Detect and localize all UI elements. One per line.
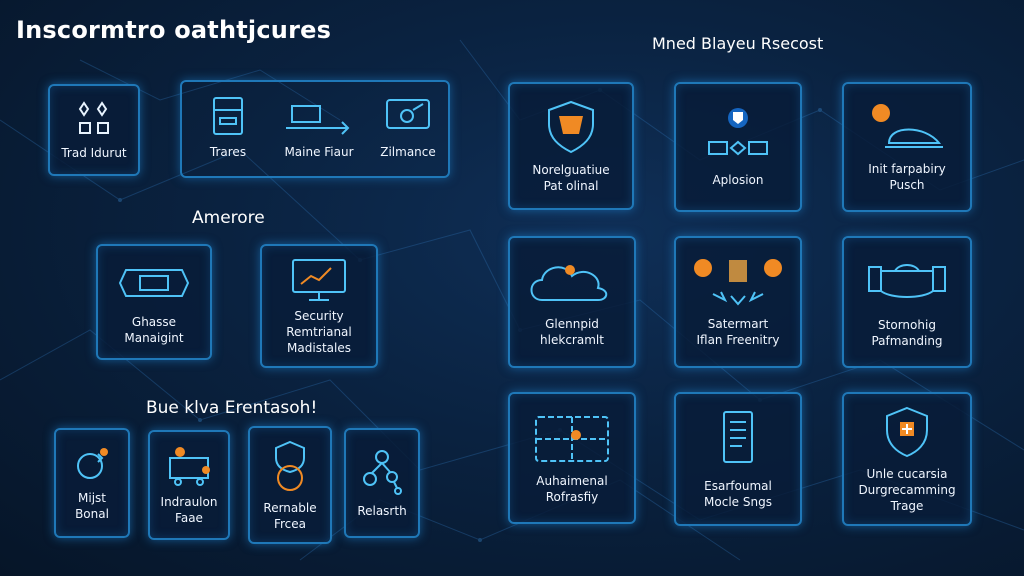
left-card-monitor-chart[interactable]: Security Remtrianal Madistales [260, 244, 378, 368]
page-title: Inscormtro oathtjcures [16, 16, 332, 44]
left-card-cycle[interactable]: Mijst Bonal [54, 428, 130, 538]
left-card-flow[interactable]: Maine Fiaur [276, 94, 362, 160]
left-card-label: Trad Idurut [61, 146, 127, 160]
right-card-document[interactable]: Esarfoumal Mocle Sngs [674, 392, 802, 526]
left-card-label: Ghasse Manaigint [124, 315, 184, 345]
circuit-icon [535, 416, 609, 462]
right-card-label: Unle cucarsia Durgrecamming Trage [858, 467, 956, 513]
right-card-shield-plus[interactable]: Unle cucarsia Durgrecamming Trage [842, 392, 972, 526]
left-card-cart[interactable]: Indraulon Faae [148, 430, 230, 540]
cart-icon [169, 447, 210, 486]
shield-ring-icon [275, 440, 305, 491]
footsteps-icon [78, 101, 109, 134]
monitor-chart-icon [292, 259, 346, 301]
left-card-label: Zilmance [380, 145, 436, 159]
right-card-label: Auhaimenal Rofrasfiy [536, 474, 608, 504]
right-card-label: Satermart Iflan Freenitry [696, 317, 780, 347]
right-card-shield-world[interactable]: Norelguatiue Pat olinal [508, 82, 634, 210]
right-card-circuit[interactable]: Auhaimenal Rofrasfiy [508, 392, 636, 524]
left-card-label: Relasrth [357, 504, 407, 518]
cloud-icon [530, 265, 608, 301]
dome-icon [872, 104, 943, 148]
left-card-label: Security Remtrianal Madistales [286, 309, 352, 355]
right-card-label: Aplosion [712, 173, 764, 187]
chip-icon [118, 269, 190, 297]
left-card-shield-ring[interactable]: Rernable Frcea [248, 426, 332, 544]
network-nodes-icon [363, 450, 402, 495]
shield-plus-icon [886, 406, 928, 458]
right-card-label: Stornohig Pafmanding [871, 318, 943, 348]
document-icon [723, 411, 753, 463]
right-card-label: Esarfoumal Mocle Sngs [704, 479, 772, 509]
device-shield-icon [708, 108, 768, 156]
left-card-monitor-tools[interactable]: Zilmance [368, 94, 448, 160]
cycle-icon [77, 448, 108, 479]
left-card-footsteps[interactable]: Trad Idurut [48, 84, 140, 176]
left-group-row1 [180, 80, 450, 178]
left-card-label: Maine Fiaur [284, 145, 354, 159]
left-card-server[interactable]: Trares [188, 94, 268, 160]
right-card-dome[interactable]: Init farpabiry Pusch [842, 82, 972, 212]
coins-icon [694, 259, 782, 306]
left-card-label: Mijst Bonal [75, 491, 109, 521]
flow-arrow-icon [286, 105, 350, 135]
section-title-2: Amerore [192, 208, 265, 228]
monitor-tools-icon [386, 99, 430, 129]
server-rack-icon [213, 97, 243, 135]
left-card-label: Trares [209, 145, 247, 159]
right-card-engine[interactable]: Stornohig Pafmanding [842, 236, 972, 368]
left-card-network[interactable]: Relasrth [344, 428, 420, 538]
section-title-3: Bue klva Erentasoh! [146, 398, 318, 418]
shield-world-icon [548, 100, 594, 154]
engine-icon [868, 264, 946, 298]
right-section-title: Mned Blayeu Rsecost [652, 34, 824, 53]
right-card-device-shield[interactable]: Aplosion [674, 82, 802, 212]
right-card-cloud[interactable]: Glennpid hlekcramlt [508, 236, 636, 368]
right-card-label: Norelguatiue Pat olinal [532, 163, 610, 193]
left-card-chip[interactable]: Ghasse Manaigint [96, 244, 212, 360]
left-card-label: Indraulon Faae [160, 495, 218, 525]
right-card-label: Init farpabiry Pusch [868, 162, 946, 192]
right-card-coins[interactable]: Satermart Iflan Freenitry [674, 236, 802, 368]
left-card-label: Rernable Frcea [263, 501, 317, 531]
right-card-label: Glennpid hlekcramlt [540, 317, 604, 347]
